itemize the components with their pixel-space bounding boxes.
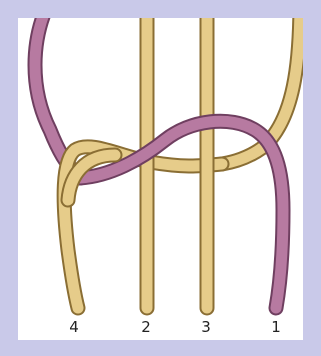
cord-label-3: 3 bbox=[196, 318, 216, 336]
cord-label-4: 4 bbox=[64, 318, 84, 336]
cord-label-1: 1 bbox=[266, 318, 286, 336]
cord-label-2: 2 bbox=[136, 318, 156, 336]
